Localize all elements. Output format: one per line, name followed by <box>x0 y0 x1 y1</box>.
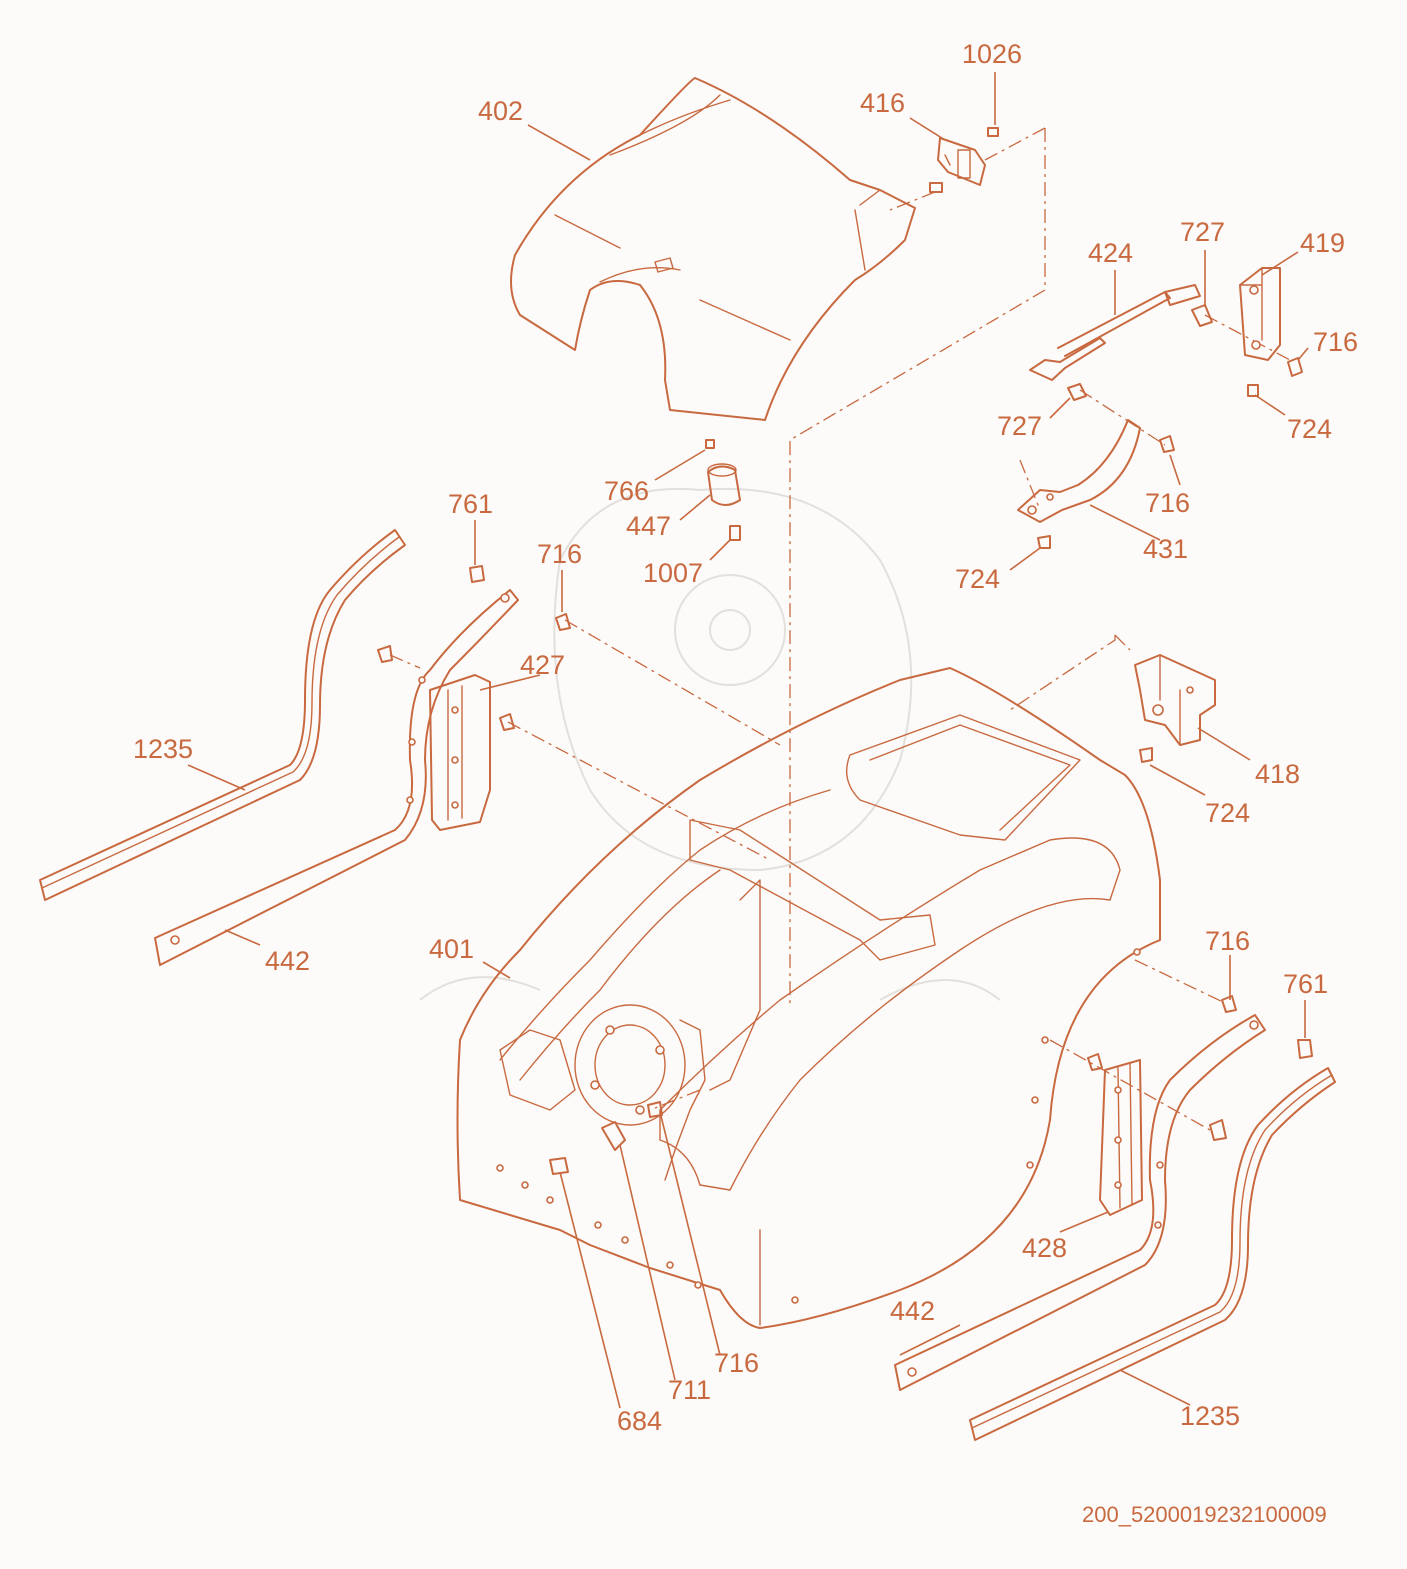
label-424: 424 <box>1088 238 1133 268</box>
label-727-upper: 727 <box>1180 217 1225 247</box>
label-716-upper-right: 716 <box>1313 327 1358 357</box>
label-711: 711 <box>668 1375 711 1405</box>
right-trim-442 <box>894 1014 1266 1391</box>
label-716-arm: 716 <box>1145 488 1190 518</box>
right-bracket-428 <box>1087 995 1313 1216</box>
label-761-left: 761 <box>448 489 493 519</box>
label-402: 402 <box>478 96 523 126</box>
label-716-bottom: 716 <box>714 1348 759 1378</box>
label-447: 447 <box>626 511 671 541</box>
hinge-bracket-418 <box>1134 654 1216 763</box>
right-edge-strip-1235 <box>969 1067 1336 1441</box>
label-724-upper-right: 724 <box>1287 414 1332 444</box>
label-724-right: 724 <box>1205 798 1250 828</box>
arm-431 <box>1017 419 1175 549</box>
label-419: 419 <box>1300 228 1345 258</box>
label-684: 684 <box>617 1406 662 1436</box>
left-edge-strip-1235 <box>39 529 406 901</box>
label-431: 431 <box>1143 534 1188 564</box>
leader-lines <box>187 72 1309 1409</box>
bracket-419 <box>1239 267 1303 397</box>
assembly-lines <box>389 127 1291 1131</box>
lower-fasteners <box>549 1101 663 1175</box>
label-416: 416 <box>860 88 905 118</box>
label-442-right: 442 <box>890 1296 935 1326</box>
main-housing-401 <box>456 667 1161 1329</box>
label-442-left: 442 <box>265 946 310 976</box>
label-427: 427 <box>520 650 565 680</box>
watermark <box>419 487 1001 1001</box>
label-1235-left: 1235 <box>133 734 193 764</box>
gas-strut-424 <box>1029 284 1213 401</box>
bumper-stack-447 <box>705 439 741 541</box>
hinge-416 <box>929 127 999 193</box>
top-cover-402 <box>510 77 916 421</box>
label-761-right: 761 <box>1283 969 1328 999</box>
label-766: 766 <box>604 476 649 506</box>
left-trim-442 <box>154 589 519 966</box>
label-1007: 1007 <box>643 558 703 588</box>
label-724-arm: 724 <box>955 564 1000 594</box>
part-labels: 402 1026 416 727 419 424 716 724 727 716… <box>133 39 1358 1527</box>
left-bracket-427 <box>377 565 571 831</box>
label-716-left: 716 <box>537 539 582 569</box>
drawing-code: 200_5200019232100009 <box>1082 1502 1327 1527</box>
label-716-right: 716 <box>1205 926 1250 956</box>
label-428: 428 <box>1022 1233 1067 1263</box>
label-1026: 1026 <box>962 39 1022 69</box>
label-1235-right: 1235 <box>1180 1401 1240 1431</box>
label-401: 401 <box>429 934 474 964</box>
label-727-lower: 727 <box>997 411 1042 441</box>
label-418: 418 <box>1255 759 1300 789</box>
